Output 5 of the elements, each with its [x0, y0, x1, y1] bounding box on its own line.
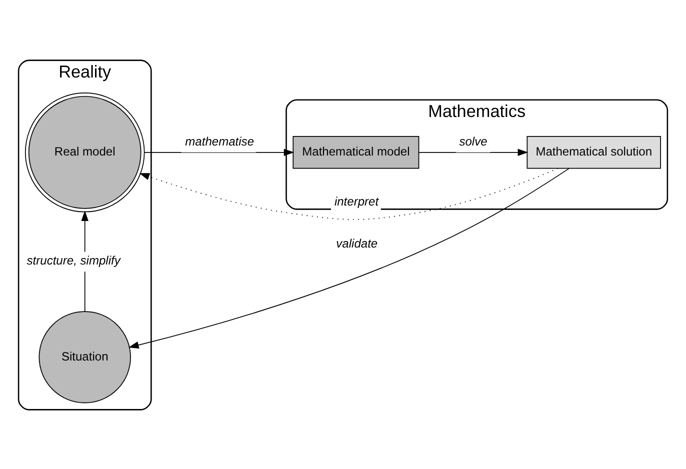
- edge-label: interpret: [334, 194, 379, 208]
- edge-label: validate: [336, 236, 378, 250]
- edge-label: structure, simplify: [26, 252, 120, 267]
- edge-label: mathematise: [185, 134, 254, 148]
- edge-label: solve: [459, 134, 488, 148]
